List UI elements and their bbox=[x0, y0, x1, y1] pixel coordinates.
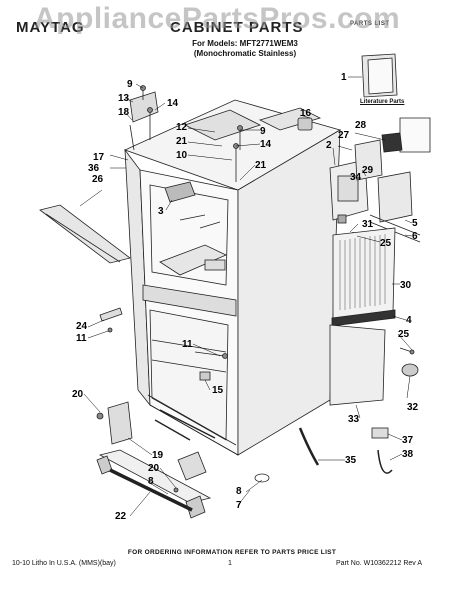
callout-26: 26 bbox=[92, 174, 104, 185]
callout-25: 25 bbox=[380, 238, 392, 249]
callout-31: 31 bbox=[362, 219, 374, 230]
callout-20b: 20 bbox=[148, 463, 160, 474]
parts-list-label: PARTS LIST bbox=[350, 21, 390, 27]
callout-11b: 11 bbox=[182, 339, 193, 350]
page-number: 1 bbox=[228, 560, 232, 567]
callout-20: 20 bbox=[72, 389, 84, 400]
water-tube bbox=[298, 427, 320, 466]
callout-36: 36 bbox=[88, 163, 100, 174]
callout-8b: 8 bbox=[236, 486, 242, 497]
drawer-slide-rail bbox=[39, 204, 131, 264]
dispenser-housing bbox=[164, 181, 196, 203]
callout-10: 10 bbox=[176, 150, 188, 161]
callout-4: 4 bbox=[406, 315, 412, 326]
callout-9: 9 bbox=[127, 79, 133, 90]
brand-logo: MAYTAG bbox=[16, 19, 85, 36]
callout-25b: 25 bbox=[398, 329, 410, 340]
watermark: AppliancePartsPros.com bbox=[34, 2, 401, 35]
callout-18: 18 bbox=[118, 107, 130, 118]
callout-12: 12 bbox=[176, 122, 188, 133]
callout-33: 33 bbox=[348, 414, 360, 425]
callout-29: 29 bbox=[362, 165, 374, 176]
callout-13: 13 bbox=[118, 93, 130, 104]
callout-6: 6 bbox=[412, 231, 418, 242]
page-title: CABINET PARTS bbox=[170, 19, 304, 36]
color-line: (Monochromatic Stainless) bbox=[193, 49, 297, 58]
callout-30: 30 bbox=[400, 280, 412, 291]
model-line: For Models: MFT2771WEM3 bbox=[192, 39, 298, 48]
callout-21: 21 bbox=[176, 136, 188, 147]
callout-27: 27 bbox=[338, 130, 350, 141]
litho-line: 10-10 Litho In U.S.A. (MMS)(bay) bbox=[12, 560, 116, 567]
callout-21b: 21 bbox=[255, 160, 267, 171]
part-number: Part No. W10362212 Rev A bbox=[336, 560, 422, 567]
callout-14b: 14 bbox=[260, 139, 272, 150]
callout-28: 28 bbox=[355, 120, 367, 131]
callout-15: 15 bbox=[212, 385, 224, 396]
callout-7: 7 bbox=[236, 500, 242, 511]
callout-19: 19 bbox=[152, 450, 164, 461]
callout-17: 17 bbox=[93, 152, 105, 163]
callout-34: 34 bbox=[350, 172, 362, 183]
callout-37: 37 bbox=[402, 435, 414, 446]
callout-38: 38 bbox=[402, 449, 414, 460]
callout-3: 3 bbox=[158, 206, 164, 217]
roller-base bbox=[98, 449, 212, 504]
ordering-note: FOR ORDERING INFORMATION REFER TO PARTS … bbox=[127, 549, 337, 556]
callout-5: 5 bbox=[412, 218, 418, 229]
callout-2: 2 bbox=[326, 140, 332, 151]
callout-24: 24 bbox=[76, 321, 88, 332]
literature-parts-label: Literature Parts bbox=[360, 99, 405, 105]
top-hinge-left bbox=[129, 91, 159, 123]
callout-11: 11 bbox=[76, 333, 87, 344]
callout-32: 32 bbox=[407, 402, 419, 413]
mullion bbox=[142, 284, 237, 317]
callout-9b: 9 bbox=[260, 126, 266, 137]
callout-8: 8 bbox=[148, 476, 154, 487]
callout-22: 22 bbox=[115, 511, 127, 522]
lower-panel bbox=[329, 324, 386, 406]
callout-1: 1 bbox=[341, 72, 347, 83]
callout-16: 16 bbox=[300, 108, 312, 119]
bottom-hinge bbox=[107, 401, 133, 445]
callout-14: 14 bbox=[167, 98, 179, 109]
callout-35: 35 bbox=[345, 455, 357, 466]
